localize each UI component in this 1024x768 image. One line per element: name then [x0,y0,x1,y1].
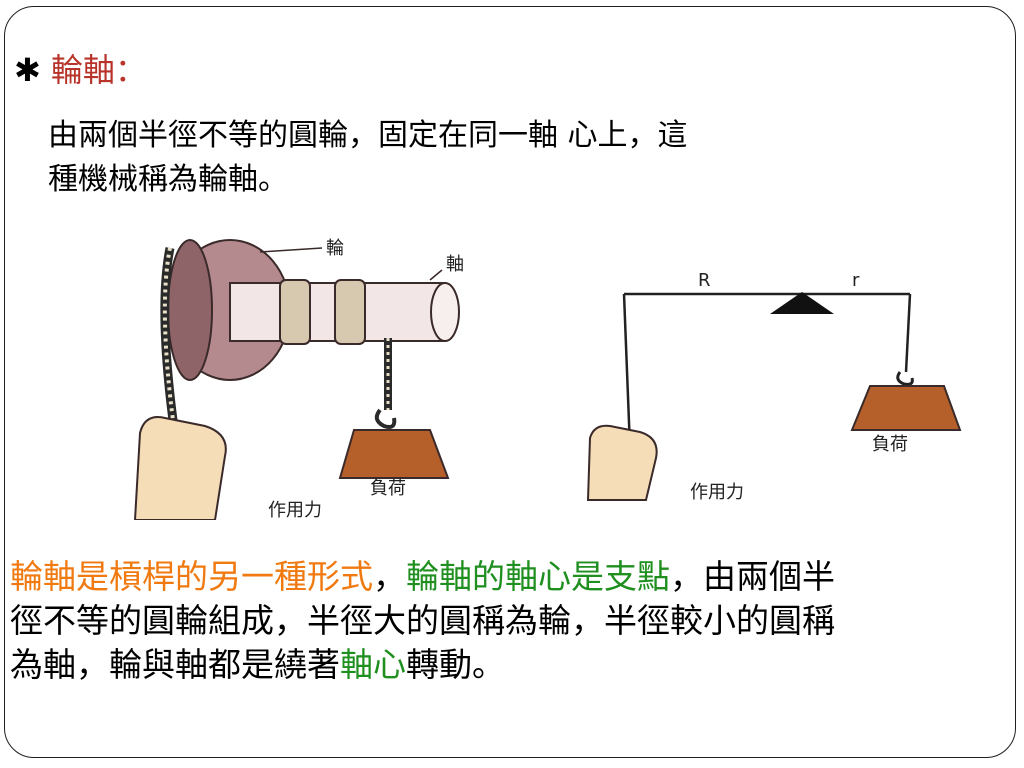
highlight-axis: 軸心 [340,645,406,684]
title-word: 輪軸 [50,51,115,89]
axle-rope-wrap [279,279,311,345]
left-rope [622,293,632,449]
para-line-3: 為軸，輪與軸都是繞著軸心轉動。 [10,643,1014,687]
label-load-right: 負荷 [872,434,908,455]
intro-line-1: 由兩個半徑不等的圓輪，固定在同一軸 心上，這 [48,118,688,153]
label-force-left: 作用力 [268,500,322,520]
load-block-right [850,385,962,431]
right-rope [904,293,912,373]
title-colon: ： [114,51,147,89]
intro-line-2: 種機械稱為輪軸。 [48,162,288,197]
para-line-1: 輪軸是槓桿的另一種形式，輪軸的軸心是支點，由兩個半 [10,555,1014,599]
para-line3-tail: 轉動。 [406,645,505,684]
para-line-2: 徑不等的圓輪組成，半徑大的圓稱為輪，半徑較小的圓稱 [10,601,835,640]
label-r: r [852,270,860,291]
label-load-left: 負荷 [370,478,406,499]
label-R: R [698,270,711,291]
load-hook [374,408,397,429]
explanation-paragraph: 輪軸是槓桿的另一種形式，輪軸的軸心是支點，由兩個半 徑不等的圓輪組成，半徑大的圓… [10,555,1014,687]
right-hook [896,371,914,386]
label-wheel: 輪 [326,238,344,259]
wheel-rim [167,239,213,381]
slide-title: ✱輪軸： [14,50,147,90]
highlight-lever-form: 輪軸是槓桿的另一種形式 [10,557,373,596]
wheel-axle-illustration: 輪 軸 負荷 作用力 [133,238,464,520]
lever-diagram: R r 負荷 作用力 [586,270,962,503]
label-axle: 軸 [446,254,464,275]
para-line3-head: 為軸，輪與軸都是繞著 [10,645,340,684]
load-block [338,429,450,479]
label-force-right: 作用力 [690,482,744,503]
hand-icon [133,416,227,520]
fulcrum-triangle [770,292,834,314]
slide-frame [4,6,1016,758]
para-line1-tail: ，由兩個半 [670,557,835,596]
para-comma: ， [373,557,406,596]
hand-icon-right [586,424,658,501]
highlight-fulcrum: 輪軸的軸心是支點 [406,557,670,596]
intro-text: 由兩個半徑不等的圓輪，固定在同一軸 心上，這 種機械稱為輪軸。 [48,114,928,202]
axle-end [430,282,460,342]
bullet-star-icon: ✱ [14,51,41,89]
